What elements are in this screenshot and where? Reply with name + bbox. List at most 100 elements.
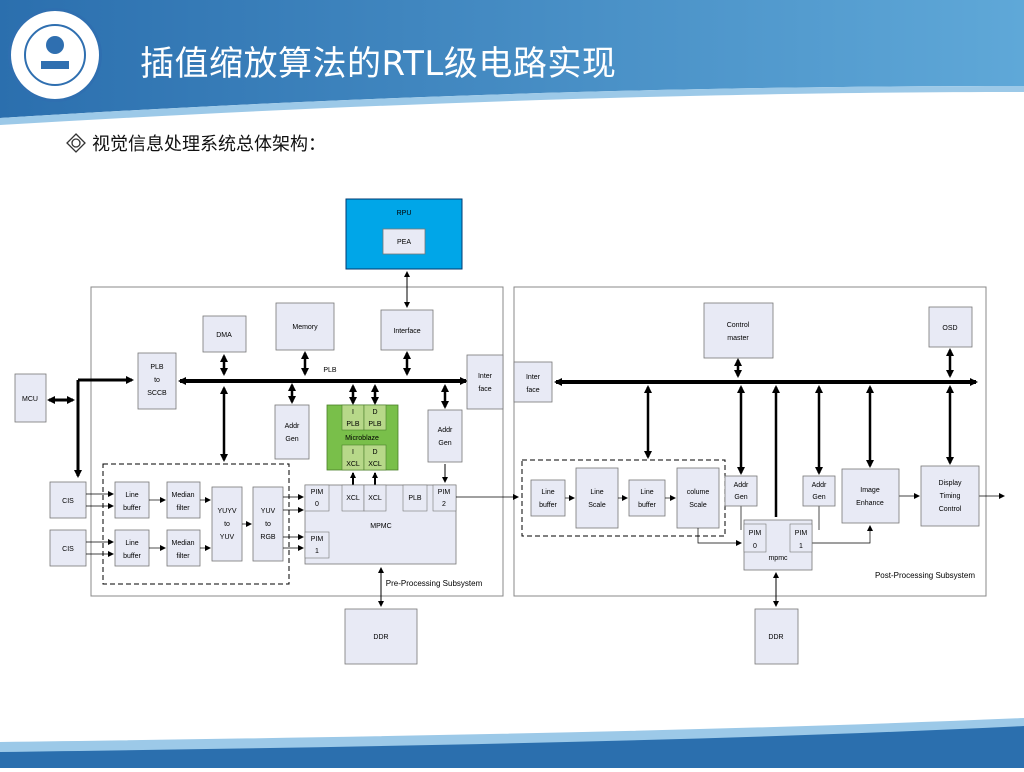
pim0-pre-l2: 0: [315, 501, 319, 508]
pea-label: PEA: [397, 239, 411, 246]
inter-face-pre-l1: Inter: [478, 373, 493, 380]
pim0-pre-l1: PIM: [311, 489, 324, 496]
cis-block-1: [49, 481, 87, 519]
addr-gen-pre-2-l2: Gen: [438, 440, 451, 447]
inter-face-pre-l2: face: [478, 386, 491, 393]
image-enhance-block: [841, 468, 900, 524]
ddr-pre-label: DDR: [373, 634, 388, 641]
footer-wave: [0, 718, 1024, 768]
agp1-l2: Gen: [734, 494, 747, 501]
yuyv-to-yuv-block: [211, 486, 243, 562]
cis-block-2: [49, 529, 87, 567]
rpu-label: RPU: [397, 210, 412, 217]
mb-d-plb: [363, 404, 387, 431]
lbp1-l2: buffer: [539, 502, 557, 509]
pim0-post-l2: 0: [753, 543, 757, 550]
addr-gen-post-1: [724, 475, 758, 507]
subtitle: 视觉信息处理系统总体架构：: [92, 134, 326, 155]
post-pipeline-arrows: [565, 493, 1005, 546]
agp2-l2: Gen: [812, 494, 825, 501]
pim2-pre-l1: PIM: [438, 489, 451, 496]
mf1-l1: Median: [172, 492, 195, 499]
line-scale-block: [575, 467, 619, 529]
mb-plb1: PLB: [346, 421, 360, 428]
dma-block: [202, 315, 247, 353]
osd-label: OSD: [942, 325, 957, 332]
agp1-l1: Addr: [734, 482, 749, 489]
xcl-port-1-label: XCL: [346, 495, 360, 502]
line-buffer-post-2: [628, 479, 666, 517]
interface-label: Interface: [393, 328, 420, 335]
yuyv-l1: YUYV: [217, 508, 236, 515]
dt-l2: Timing: [940, 493, 961, 500]
pea-block: [382, 228, 426, 255]
mpmc-post-label: mpmc: [768, 555, 788, 562]
plb-to-sccb-l2: to: [154, 377, 160, 384]
colume-scale-block: [676, 467, 720, 529]
cis-1-label: CIS: [62, 498, 74, 505]
ls-l1: Line: [590, 489, 603, 496]
median-filter-1: [166, 481, 201, 519]
plb-port: [402, 484, 428, 512]
yuv-to-rgb-block: [252, 486, 284, 562]
agp2-l1: Addr: [812, 482, 827, 489]
header-background: [0, 0, 1024, 125]
header-banner: [0, 0, 1024, 125]
pim2-pre: [432, 484, 457, 512]
input-pipeline-group: [102, 463, 290, 585]
ddr-post: [754, 608, 799, 665]
line-buffer-post-1: [530, 479, 566, 517]
post-processing-label: Post-Processing Subsystem: [875, 571, 975, 580]
pim1-pre: [304, 531, 330, 559]
mb-i2: I: [352, 449, 354, 456]
inter-face-post: [513, 361, 553, 403]
ddr-post-label: DDR: [768, 634, 783, 641]
ls-l2: Scale: [588, 502, 606, 509]
mf1-l2: filter: [176, 505, 190, 512]
yuyv-l3: YUV: [220, 534, 235, 541]
footer-background: [0, 718, 1024, 768]
plb-to-sccb-block: [137, 352, 177, 410]
inter-face-pre: [466, 354, 504, 410]
xcl-port-2: [363, 484, 387, 512]
pim0-post: [743, 523, 767, 553]
addr-gen-pre-1-l1: Addr: [285, 423, 300, 430]
ie-l2: Enhance: [856, 500, 884, 507]
mb-i1: I: [352, 409, 354, 416]
mcu-label: MCU: [22, 396, 38, 403]
lbp2-l1: Line: [640, 489, 653, 496]
cs-l1: colume: [687, 489, 710, 496]
cm-l2: master: [727, 335, 749, 342]
pim0-post-l1: PIM: [749, 530, 762, 537]
inter-face-post-l2: face: [526, 387, 539, 394]
dma-label: DMA: [216, 332, 232, 339]
mb-plb2: PLB: [368, 421, 382, 428]
lbp2-l2: buffer: [638, 502, 656, 509]
dt-l3: Control: [939, 506, 962, 513]
pim1-pre-l2: 1: [315, 548, 319, 555]
line-buffer-pre-1: [114, 481, 150, 519]
memory-block: [275, 302, 335, 351]
inter-face-post-l1: Inter: [526, 374, 541, 381]
interface-block: [380, 309, 434, 351]
pim1-post: [789, 523, 813, 553]
line-buffer-pre-2: [114, 529, 150, 567]
control-master-block: [703, 302, 774, 359]
mb-xcl1: XCL: [346, 461, 360, 468]
cm-l1: Control: [727, 322, 750, 329]
osd-block: [928, 306, 973, 348]
pim1-post-l2: 1: [799, 543, 803, 550]
lb1-l1: Line: [125, 492, 138, 499]
addr-gen-pre-1: [274, 404, 310, 460]
plb-bus-label: PLB: [323, 367, 337, 374]
lb2-l1: Line: [125, 540, 138, 547]
mb-xcl2: XCL: [368, 461, 382, 468]
plb-to-sccb-l1: PLB: [150, 364, 164, 371]
mpmc-label: MPMC: [370, 523, 391, 530]
addr-gen-pre-2-l1: Addr: [438, 427, 453, 434]
logo-seal: [24, 24, 86, 86]
yuv-rgb-l3: RGB: [260, 534, 276, 541]
pim1-pre-l1: PIM: [311, 536, 324, 543]
addr-gen-pre-2: [427, 409, 463, 463]
